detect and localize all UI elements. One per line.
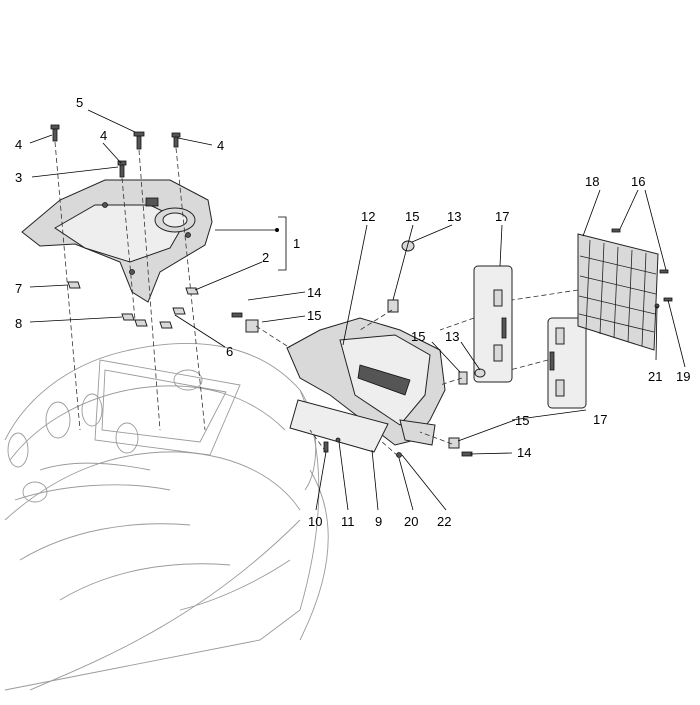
label-11: 11 [341, 514, 355, 529]
label-18: 18 [585, 174, 599, 189]
label-20: 20 [404, 514, 418, 529]
label-19: 19 [676, 369, 690, 384]
label-5: 5 [76, 95, 83, 110]
label-15-bottom: 15 [515, 413, 529, 428]
label-4-top-left: 4 [15, 137, 22, 152]
label-2: 2 [262, 250, 269, 265]
part-plate-grid [577, 233, 659, 351]
part-rear-rack [21, 179, 213, 303]
label-15-top: 15 [405, 209, 419, 224]
label-13-top: 13 [447, 209, 461, 224]
label-13-middle: 13 [445, 329, 459, 344]
label-21: 21 [648, 369, 662, 384]
label-4-middle: 4 [100, 128, 107, 143]
label-6: 6 [226, 344, 233, 359]
screws-top [50, 124, 181, 178]
part-plate-left [473, 265, 513, 383]
label-4-right: 4 [217, 138, 224, 153]
label-1: 1 [293, 236, 300, 251]
label-3: 3 [15, 170, 22, 185]
label-15-left: 15 [307, 308, 321, 323]
label-10: 10 [308, 514, 322, 529]
label-16: 16 [631, 174, 645, 189]
part-license-housing [286, 317, 446, 446]
label-12: 12 [361, 209, 375, 224]
label-22: 22 [437, 514, 451, 529]
clips [67, 281, 199, 329]
label-17-top: 17 [495, 209, 509, 224]
hardware-small [231, 228, 673, 458]
part-plate-right [547, 317, 587, 409]
part-plate-bracket [289, 399, 389, 453]
callout-labels: 4 3 4 5 4 1 2 7 8 6 14 15 12 15 13 17 15… [15, 95, 690, 529]
assembly-dashes-left [54, 141, 206, 431]
label-15-middle: 15 [411, 329, 425, 344]
leader-lines [29, 109, 686, 511]
label-14-bottom: 14 [517, 445, 531, 460]
label-9: 9 [375, 514, 382, 529]
label-8: 8 [15, 316, 22, 331]
label-14-top: 14 [307, 285, 321, 300]
scooter-body-outline [4, 343, 329, 691]
assembly-dashes-right [255, 289, 579, 457]
label-17-bottom: 17 [593, 412, 607, 427]
label-7: 7 [15, 281, 22, 296]
